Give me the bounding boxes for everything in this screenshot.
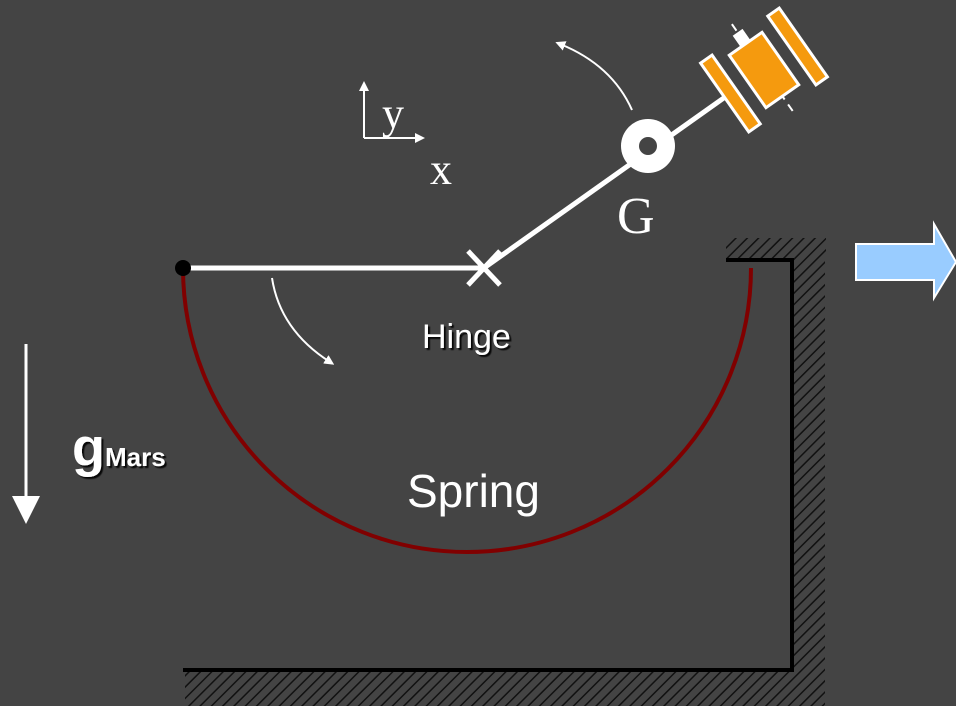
spacecraft-icon bbox=[698, 5, 830, 135]
arrow-right-icon[interactable] bbox=[855, 220, 956, 302]
gravity-symbol: g bbox=[72, 418, 105, 478]
ground-wall bbox=[183, 238, 826, 706]
spring-arc bbox=[181, 267, 753, 554]
wall-hatch bbox=[793, 238, 825, 706]
arrow-down-icon bbox=[12, 344, 40, 524]
axis-y-label: y bbox=[382, 89, 404, 138]
spring-label: Spring bbox=[407, 465, 540, 517]
gravity-subscript: Mars bbox=[105, 442, 166, 472]
curved-arrow-ccw-icon bbox=[555, 41, 633, 111]
curved-arrow-cw-icon bbox=[271, 277, 335, 365]
ledge-hatch bbox=[726, 238, 826, 258]
wall-outline bbox=[183, 258, 794, 672]
arm-end-pin bbox=[175, 260, 191, 276]
floor-hatch bbox=[185, 672, 822, 706]
boom-arm bbox=[482, 87, 737, 271]
axes-indicator bbox=[359, 81, 425, 143]
cross-icon bbox=[466, 249, 502, 287]
center-of-mass-marker bbox=[621, 119, 675, 173]
center-of-mass-label: G bbox=[617, 188, 655, 245]
axis-x-label: x bbox=[430, 145, 452, 194]
gravity-label: gMars bbox=[72, 418, 166, 478]
hinge-label: Hinge bbox=[422, 318, 511, 356]
